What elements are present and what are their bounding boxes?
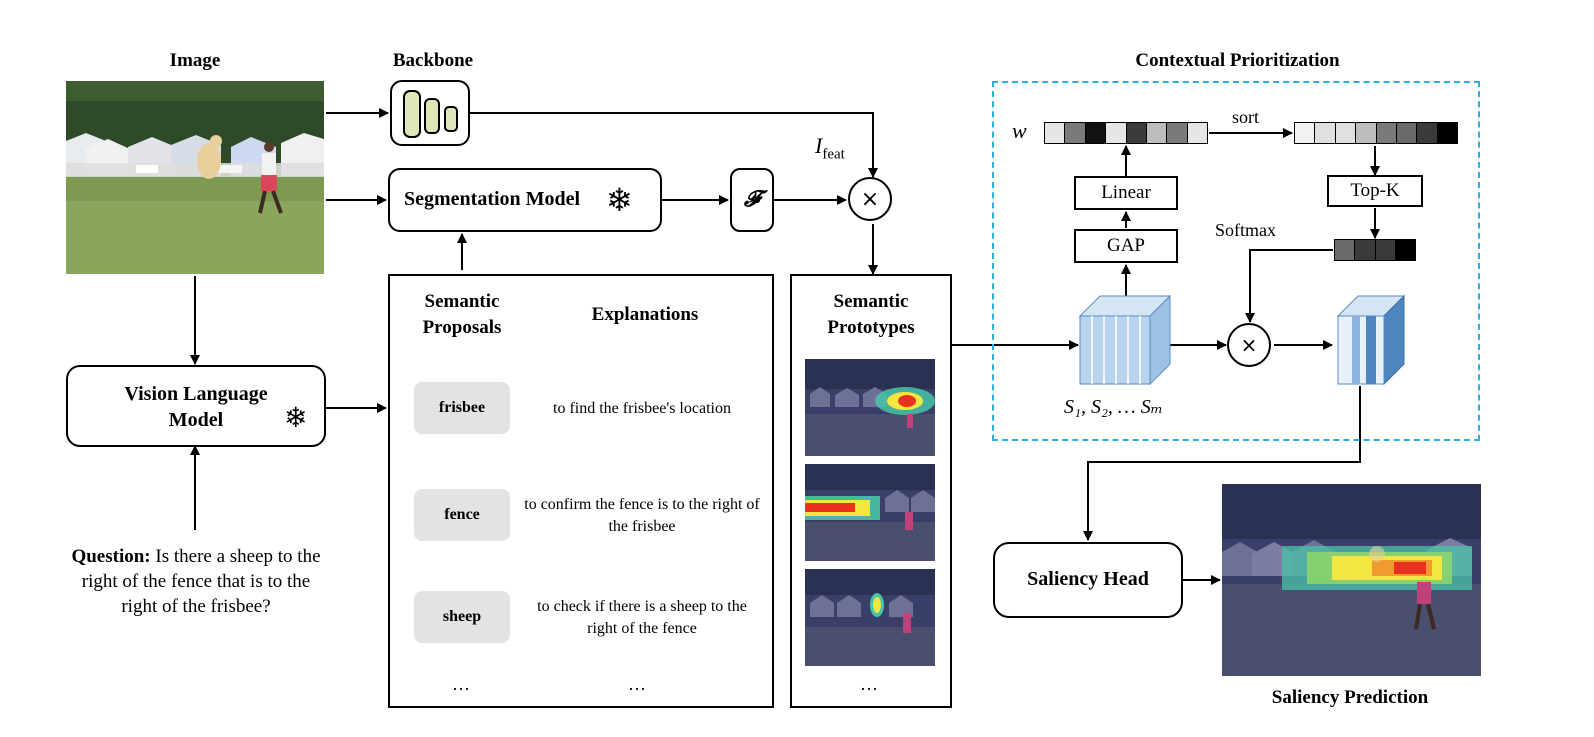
backbone-title: Backbone [392, 50, 474, 71]
prototypes-header-line1: Semantic [833, 291, 909, 312]
arrow-backbone-multiply [470, 112, 878, 178]
topk-box: Top-K [1327, 175, 1423, 207]
f-function-box: 𝓕 [730, 168, 774, 232]
proposals-panel [388, 274, 774, 708]
vlm-label-line2: Model [168, 409, 224, 431]
proposal-chip-fence: fence [414, 489, 510, 541]
prototype-heatmap-fence [805, 464, 935, 561]
multiply-operator-1: × [848, 177, 892, 221]
sorted-cell [1437, 123, 1457, 143]
multiply-symbol-2: × [1240, 333, 1258, 357]
w-cell [1085, 123, 1107, 143]
ifeat-main: I [815, 133, 823, 158]
backbone-bar-1 [403, 90, 421, 138]
prototype-heatmap-sheep [805, 569, 935, 666]
proposals-ellipsis: … [452, 674, 470, 694]
w-cell [1106, 123, 1127, 143]
topk-vector [1334, 239, 1416, 261]
w-cell [1167, 123, 1188, 143]
explanation-fence: to confirm the fence is to the right of … [524, 496, 760, 535]
prototype-heatmap-frisbee [805, 359, 935, 456]
prototypes-header-line2: Prototypes [827, 317, 915, 338]
sort-label: sort [1232, 107, 1259, 127]
softmax-label: Softmax [1215, 220, 1276, 240]
backbone-bar-2 [424, 98, 440, 134]
question-body: Is there a sheep to the right of the fen… [81, 546, 321, 617]
sorted-cell [1376, 123, 1397, 143]
w-cell [1187, 123, 1207, 143]
proposal-chip-sheep: sheep [414, 591, 510, 643]
contextual-prioritization-frame [992, 81, 1480, 441]
proposals-header-line2: Proposals [422, 317, 502, 338]
vlm-label-line1: Vision Language [124, 383, 268, 405]
snowflake-icon: ❄ [606, 182, 633, 218]
sorted-cell [1315, 123, 1336, 143]
w-cell [1126, 123, 1147, 143]
input-photo [66, 81, 324, 274]
sorted-vector [1294, 122, 1458, 144]
sorted-cell [1396, 123, 1418, 143]
explanations-ellipsis: … [628, 674, 646, 694]
sorted-cell [1356, 123, 1377, 143]
explanations-header: Explanations [591, 304, 699, 325]
saliency-head-box: Saliency Head [993, 542, 1183, 618]
f-function-label: 𝓕 [743, 186, 761, 211]
w-cell [1146, 123, 1168, 143]
topk-cell [1335, 240, 1356, 260]
ifeat-sub: feat [822, 146, 845, 163]
topk-cell [1355, 240, 1376, 260]
backbone-box [390, 80, 470, 146]
question-label: Question: [71, 546, 151, 567]
sorted-cell [1295, 123, 1316, 143]
sorted-cell [1335, 123, 1357, 143]
saliency-prediction-image [1222, 484, 1481, 676]
arrow-softmax-multiply [1245, 249, 1333, 323]
proposals-header-line1: Semantic [424, 291, 500, 312]
explanation-frisbee: to find the frisbee's location [553, 400, 731, 417]
image-title: Image [169, 50, 221, 71]
topk-cell [1395, 240, 1415, 260]
segmentation-model-box: Segmentation Model ❄ [388, 168, 662, 232]
segmentation-model-label: Segmentation Model [404, 188, 581, 210]
arrow-output-saliencyhead [1083, 386, 1361, 541]
vlm-box: Vision Language Model ❄ [66, 365, 326, 447]
prototypes-ellipsis: … [860, 674, 878, 694]
multiply-symbol-1: × [860, 186, 880, 212]
ifeat-label: Ifeat [815, 133, 845, 163]
w-label: w [1012, 118, 1027, 143]
proposal-chip-frisbee: frisbee [414, 382, 510, 434]
topk-cell [1375, 240, 1396, 260]
s-series-label: S₁, S₂, … Sₘ [1064, 396, 1163, 418]
saliency-prediction-title: Saliency Prediction [1271, 687, 1429, 708]
prototypes-panel [790, 274, 952, 708]
saliency-head-label: Saliency Head [1027, 568, 1149, 590]
backbone-bar-3 [444, 106, 458, 132]
weight-vector [1044, 122, 1208, 144]
contextual-title: Contextual Prioritization [1135, 50, 1340, 71]
w-cell [1065, 123, 1086, 143]
multiply-operator-2: × [1227, 323, 1271, 367]
linear-box: Linear [1074, 176, 1178, 210]
snowflake-icon: ❄ [284, 403, 308, 434]
explanation-sheep: to check if there is a sheep to the righ… [537, 598, 747, 637]
sorted-cell [1417, 123, 1438, 143]
w-cell [1045, 123, 1066, 143]
gap-box: GAP [1074, 229, 1178, 263]
question-text: Question: Is there a sheep to the right … [66, 544, 326, 619]
